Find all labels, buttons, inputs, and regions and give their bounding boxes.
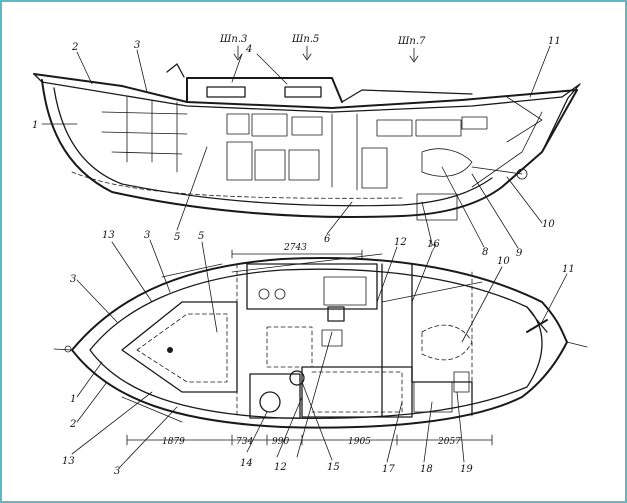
bulkhead-lines [236, 263, 473, 419]
wash-basin [289, 370, 305, 386]
sliding-hatch [341, 89, 473, 103]
callout-plan-15: 15 [327, 462, 340, 473]
callout-plan-2: 2 [69, 419, 76, 430]
dimension-734: 734 [236, 437, 253, 447]
v-berth [121, 301, 238, 393]
callout-plan-3-left: 3 [70, 274, 76, 285]
frame-label-7: Шп.7 [397, 36, 426, 47]
dimension-1905: 1905 [348, 437, 371, 447]
hull-profile-outline [41, 79, 578, 218]
coachroof [186, 77, 343, 103]
callout-plan-12-bottom: 12 [274, 462, 287, 473]
dimension-990: 990 [272, 437, 289, 447]
dimension-1879: 1879 [162, 437, 185, 447]
bow-structure [541, 83, 581, 153]
interior-fittings-profile [71, 96, 543, 221]
fuel-tank [413, 381, 453, 413]
callout-plan-14: 14 [240, 458, 253, 469]
locker-18 [453, 371, 470, 393]
callout-plan-10: 10 [497, 256, 510, 267]
heads-compartment [249, 373, 301, 419]
callout-plan-19: 19 [460, 464, 473, 475]
callout-6: 6 [324, 234, 331, 245]
callout-9: 9 [516, 248, 523, 259]
callout-plan-12-top: 12 [394, 237, 407, 248]
frame-label-5: Шп.5 [291, 34, 319, 45]
v-berth-cushion [136, 313, 228, 383]
callout-plan-17: 17 [382, 464, 395, 475]
callout-11: 11 [548, 36, 561, 47]
callout-2: 2 [71, 42, 78, 53]
dimension-top: 2743 [283, 243, 307, 253]
leader-lines-plan [71, 239, 568, 468]
chart-table [321, 329, 343, 347]
v-berth-fitting [167, 347, 173, 353]
stern-fitting [64, 345, 72, 353]
dimension-2057: 2057 [437, 437, 461, 447]
bow-tip [53, 341, 588, 351]
stern-rail [33, 73, 43, 83]
sheer-line [33, 73, 578, 109]
callout-plan-16: 16 [427, 239, 440, 250]
mast-step [166, 63, 185, 78]
callout-8: 8 [482, 247, 488, 258]
callout-plan-1: 1 [70, 394, 76, 405]
port-settee [301, 366, 413, 418]
sink [323, 276, 367, 306]
leader-lines-profile [41, 45, 551, 249]
callout-7: 7 [430, 244, 437, 255]
hull-plan-inner [89, 268, 543, 419]
callout-plan-3-top: 3 [144, 230, 150, 241]
engine-plan [421, 324, 473, 361]
callout-5: 5 [174, 232, 180, 243]
side-profile-view: Шп.3 Шп.5 Шп.7 2 3 4 1 11 5 6 7 8 9 10 [32, 34, 581, 259]
settee-cushion [311, 371, 403, 413]
plan-view: 2743 1879 [53, 230, 588, 477]
callout-plan-3-bottom: 3 [114, 466, 120, 477]
cabin-window-2 [284, 86, 322, 98]
frame-station-markers [233, 45, 419, 63]
callout-4: 4 [245, 44, 252, 55]
callout-3: 3 [134, 40, 140, 51]
stove-burner-2 [274, 288, 286, 300]
hull-inner-line [53, 87, 493, 207]
callout-plan-11: 11 [562, 264, 575, 275]
callout-10: 10 [542, 219, 555, 230]
callout-1: 1 [32, 120, 38, 131]
frame-label-3: Шп.3 [219, 34, 247, 45]
cabin-window-1 [206, 86, 246, 98]
rudder-plan [526, 319, 548, 333]
hull-plan-outline [71, 256, 568, 429]
deck-line [41, 81, 563, 113]
aft-transom-plan [526, 306, 548, 333]
callout-plan-5: 5 [198, 231, 204, 242]
callout-plan-13-bottom: 13 [62, 456, 75, 467]
callout-plan-18: 18 [420, 464, 433, 475]
stove-burner-1 [258, 288, 270, 300]
sink-basin [327, 306, 345, 322]
plan-diagonal-lines [121, 253, 483, 423]
callout-plan-13-top: 13 [102, 230, 115, 241]
toilet [259, 391, 281, 413]
saloon-table [266, 326, 313, 368]
